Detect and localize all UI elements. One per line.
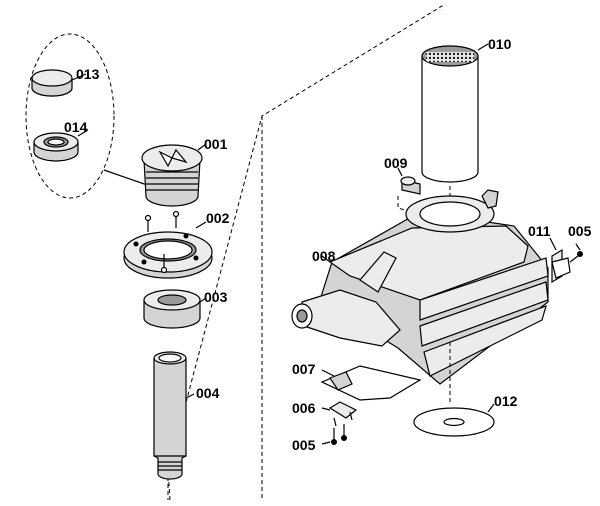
part-008-housing [291, 189, 549, 404]
detail-circle [25, 33, 115, 199]
label-014: 014 [64, 119, 88, 135]
part-001-lid [141, 143, 207, 207]
assembly-boundary [167, 5, 443, 501]
part-011-bracket [549, 237, 571, 284]
label-009: 009 [384, 155, 408, 171]
label-005-right: 005 [568, 223, 592, 239]
label-013: 013 [76, 66, 100, 82]
part-012-disc [413, 403, 495, 437]
part-013-cap [31, 69, 87, 97]
part-003-collar [143, 289, 207, 329]
part-007-gasket [320, 365, 422, 401]
part-014-ring [33, 129, 89, 162]
part-010-filter [421, 43, 489, 183]
part-009-clip [397, 167, 421, 213]
part-006-clip [321, 401, 358, 427]
label-010: 010 [488, 36, 512, 52]
label-011: 011 [528, 223, 551, 239]
part-004-pipe [153, 351, 195, 480]
label-007: 007 [292, 361, 316, 377]
label-003: 003 [204, 289, 228, 305]
part-005-screw-bottom [321, 424, 347, 445]
label-001: 001 [204, 136, 228, 152]
label-004: 004 [196, 385, 220, 401]
label-008: 008 [312, 248, 336, 264]
part-002-flange [123, 210, 213, 279]
label-006: 006 [292, 400, 316, 416]
part-005-screw-right [569, 243, 583, 263]
label-012: 012 [494, 393, 518, 409]
label-002: 002 [206, 210, 230, 226]
label-005-bottom: 005 [292, 437, 316, 453]
